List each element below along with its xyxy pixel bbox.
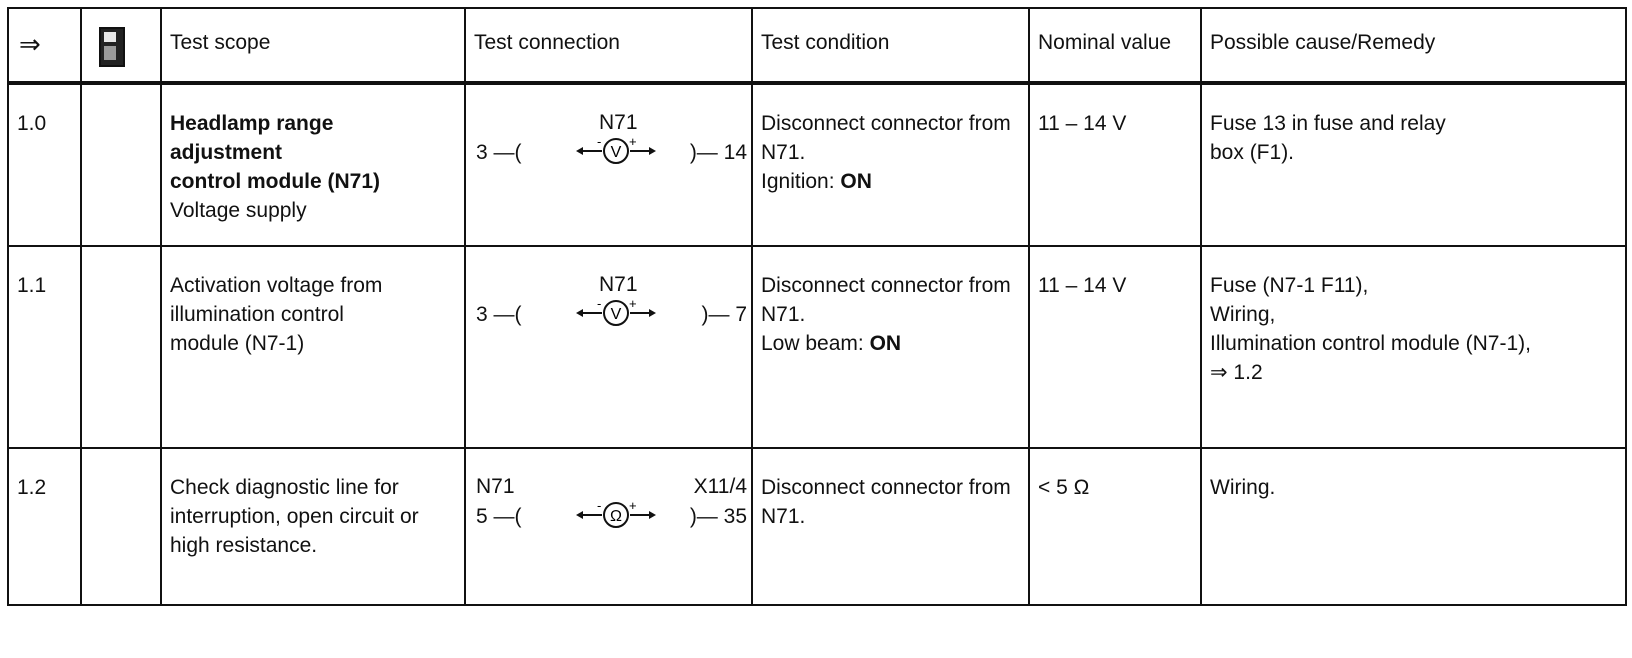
svg-text:+: + [629, 500, 637, 513]
svg-text:-: - [597, 136, 601, 149]
table-row: 1.1 Activation voltage from illumination… [7, 245, 1627, 449]
voltmeter-icon: V - + [576, 298, 656, 326]
header-arrow: ⇒ [7, 7, 82, 84]
test-condition: Disconnect connector from N71. Low beam:… [761, 274, 1011, 355]
header-test-connection: Test connection [464, 7, 753, 84]
pin-left: 3 —( [476, 303, 522, 326]
svg-text:-: - [597, 298, 601, 311]
connector-label-left: N71 [476, 475, 515, 498]
nominal-value: 11 – 14 V [1038, 112, 1127, 135]
connector-label: N71 [599, 273, 638, 296]
step-number: 1.1 [17, 274, 47, 297]
test-scope: Check diagnostic line for interruption, … [170, 476, 419, 557]
connector-label-right: X11/4 [693, 475, 747, 498]
table-row: 1.0 Headlamp range adjustment control mo… [7, 82, 1627, 247]
tester-cell [80, 82, 162, 247]
header-tester [80, 7, 162, 84]
header-test-condition: Test condition [751, 7, 1030, 84]
remedy: Fuse 13 in fuse and relay box (F1). [1210, 112, 1446, 164]
test-condition: Disconnect connector from N71. Ignition:… [761, 112, 1011, 193]
table-row: 1.2 Check diagnostic line for interrupti… [7, 447, 1627, 606]
svg-text:+: + [629, 298, 637, 311]
header-nominal-value: Nominal value [1028, 7, 1202, 84]
test-table: ⇒ Test scope Test connection Test condit… [7, 7, 1627, 606]
ohmmeter-icon: Ω - + [576, 500, 656, 528]
connector-label: N71 [599, 111, 638, 134]
header-remedy: Possible cause/Remedy [1200, 7, 1627, 84]
svg-text:Ω: Ω [610, 508, 622, 525]
test-condition: Disconnect connector from N71. [761, 476, 1011, 528]
pin-left: 3 —( [476, 141, 522, 164]
tester-cell [80, 447, 162, 606]
step-number: 1.2 [17, 476, 47, 499]
remedy: Fuse (N7-1 F11), Wiring, Illumination co… [1210, 274, 1531, 384]
tester-cell [80, 245, 162, 449]
nominal-value: < 5 Ω [1038, 476, 1090, 499]
test-connection: N71 3 —( V - + )— 7 [466, 247, 751, 347]
step-number: 1.0 [17, 112, 47, 135]
pin-right: )— 7 [701, 303, 747, 326]
pin-left: 5 —( [476, 505, 522, 528]
voltmeter-icon: V - + [576, 136, 656, 164]
svg-text:-: - [597, 500, 601, 513]
header-test-scope: Test scope [160, 7, 466, 84]
test-connection: N71 X11/4 5 —( Ω - + )— 35 [466, 449, 751, 549]
test-scope: Activation voltage from illumination con… [170, 274, 383, 355]
table-header-row: ⇒ Test scope Test connection Test condit… [7, 7, 1627, 84]
svg-text:+: + [629, 136, 637, 149]
svg-text:V: V [611, 144, 622, 161]
tester-icon [99, 27, 125, 67]
remedy: Wiring. [1210, 476, 1276, 499]
svg-text:V: V [611, 306, 622, 323]
pin-right: )— 14 [689, 141, 747, 164]
test-scope: Headlamp range adjustment control module… [170, 112, 381, 222]
test-connection: N71 3 —( V - + )— 14 [466, 85, 751, 185]
nominal-value: 11 – 14 V [1038, 274, 1127, 297]
pin-right: )— 35 [689, 505, 747, 528]
